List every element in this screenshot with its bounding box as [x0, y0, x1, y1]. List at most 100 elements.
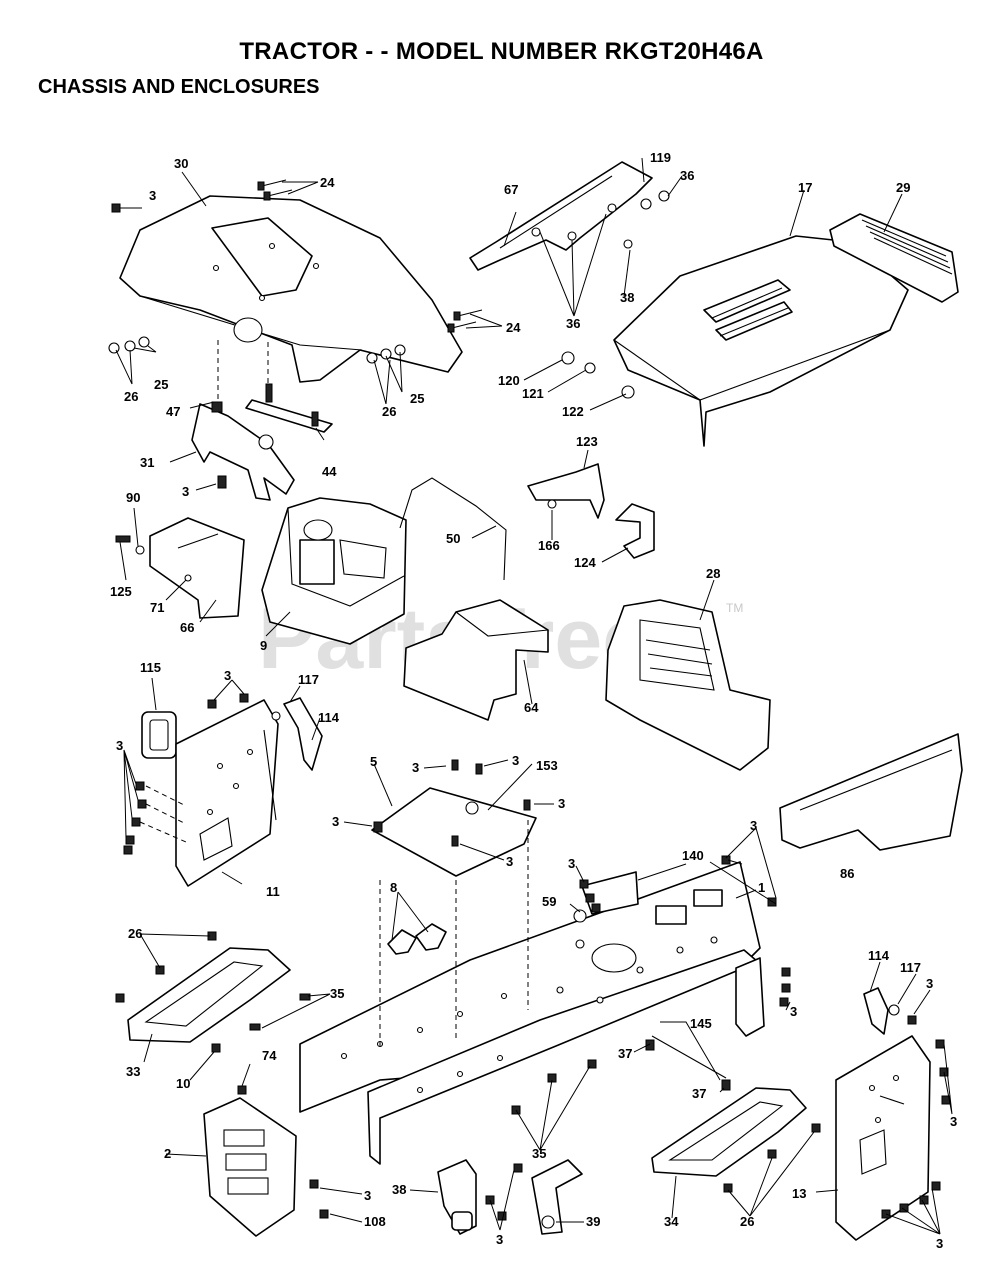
label-24: 24	[320, 175, 335, 190]
label-114: 114	[318, 710, 340, 725]
label-8: 8	[390, 880, 397, 895]
label-10: 10	[176, 1076, 190, 1091]
grille-29	[829, 213, 959, 303]
label-24: 24	[506, 320, 521, 335]
label-66: 66	[180, 620, 194, 635]
hardware-35	[511, 1059, 597, 1115]
label-50: 50	[446, 531, 460, 546]
label-117: 117	[900, 960, 921, 975]
trim-115	[141, 711, 177, 759]
label-35: 35	[532, 1146, 546, 1161]
hood-hardware-120-122	[561, 351, 635, 399]
label-90: 90	[126, 490, 140, 505]
label-3: 3	[496, 1232, 503, 1247]
label-3: 3	[558, 796, 565, 811]
lever-114-left	[283, 697, 323, 771]
label-25: 25	[410, 391, 424, 406]
frame-1	[299, 820, 761, 1165]
label-122: 122	[562, 404, 584, 419]
label-28: 28	[706, 566, 720, 581]
footrest-33	[115, 931, 311, 1053]
label-119: 119	[650, 150, 671, 165]
label-30: 30	[174, 156, 188, 171]
label-124: 124	[574, 555, 596, 570]
label-11: 11	[266, 884, 280, 899]
label-17: 17	[798, 180, 812, 195]
label-3: 3	[412, 760, 419, 775]
label-123: 123	[576, 434, 598, 449]
label-71: 71	[150, 600, 164, 615]
label-74: 74	[262, 1048, 277, 1063]
label-37: 37	[692, 1086, 706, 1101]
hood-17	[613, 235, 909, 447]
hardware-top-left	[108, 179, 483, 364]
bracket-31	[191, 340, 333, 501]
label-35: 35	[330, 986, 344, 1001]
part-labels: 30 3 24 24 25 26 25 26 47 31 44 3 90 125…	[110, 150, 957, 1251]
bracket-64	[403, 599, 549, 721]
rod-145	[645, 1035, 731, 1091]
label-3: 3	[936, 1236, 943, 1251]
label-121: 121	[522, 386, 544, 401]
shield-66	[115, 517, 245, 619]
label-64: 64	[524, 700, 539, 715]
label-108: 108	[364, 1214, 386, 1229]
label-25: 25	[154, 377, 168, 392]
label-166: 166	[538, 538, 560, 553]
label-26: 26	[128, 926, 142, 941]
dash-panel-30	[119, 195, 463, 383]
label-3: 3	[506, 854, 513, 869]
label-2: 2	[164, 1146, 171, 1161]
page-title: TRACTOR - - MODEL NUMBER RKGT20H46A	[239, 38, 764, 65]
label-115: 115	[140, 660, 161, 675]
label-3: 3	[182, 484, 189, 499]
lever-114-right	[863, 987, 917, 1035]
label-153: 153	[536, 758, 558, 773]
label-44: 44	[322, 464, 337, 479]
label-39: 39	[586, 1214, 600, 1229]
bracket-140	[579, 871, 639, 915]
label-29: 29	[896, 180, 910, 195]
label-3: 3	[116, 738, 123, 753]
label-38: 38	[392, 1182, 406, 1197]
label-86: 86	[840, 866, 854, 881]
label-26: 26	[382, 404, 396, 419]
leader-lines	[115, 157, 953, 1235]
plate-5	[371, 759, 537, 877]
label-3: 3	[364, 1188, 371, 1203]
watermark-tm: TM	[726, 601, 743, 615]
label-3: 3	[332, 814, 339, 829]
side-plate-13	[835, 1035, 951, 1241]
footrest-34	[651, 1087, 821, 1193]
label-9: 9	[260, 638, 267, 653]
bracket-8	[387, 923, 447, 955]
label-3: 3	[568, 856, 575, 871]
label-140: 140	[682, 848, 704, 863]
bracket-39	[485, 1159, 583, 1235]
label-117: 117	[298, 672, 319, 687]
fuel-tank-cover-9	[261, 497, 407, 645]
label-36: 36	[566, 316, 580, 331]
label-38: 38	[620, 290, 634, 305]
label-13: 13	[792, 1186, 806, 1201]
label-3: 3	[950, 1114, 957, 1129]
label-26: 26	[740, 1214, 754, 1229]
label-120: 120	[498, 373, 520, 388]
bracket-124	[615, 503, 655, 559]
label-36: 36	[680, 168, 694, 183]
label-3: 3	[926, 976, 933, 991]
bracket-38-bottom	[437, 1159, 477, 1235]
label-47: 47	[166, 404, 180, 419]
label-125: 125	[110, 584, 132, 599]
label-33: 33	[126, 1064, 140, 1079]
label-114: 114	[868, 948, 890, 963]
dash-panel-28	[605, 599, 771, 771]
side-plate-11	[175, 699, 279, 887]
label-1: 1	[758, 880, 765, 895]
label-26: 26	[124, 389, 138, 404]
bracket-2	[203, 1085, 329, 1237]
label-31: 31	[140, 455, 154, 470]
side-panel-86	[779, 733, 963, 851]
label-3: 3	[512, 753, 519, 768]
